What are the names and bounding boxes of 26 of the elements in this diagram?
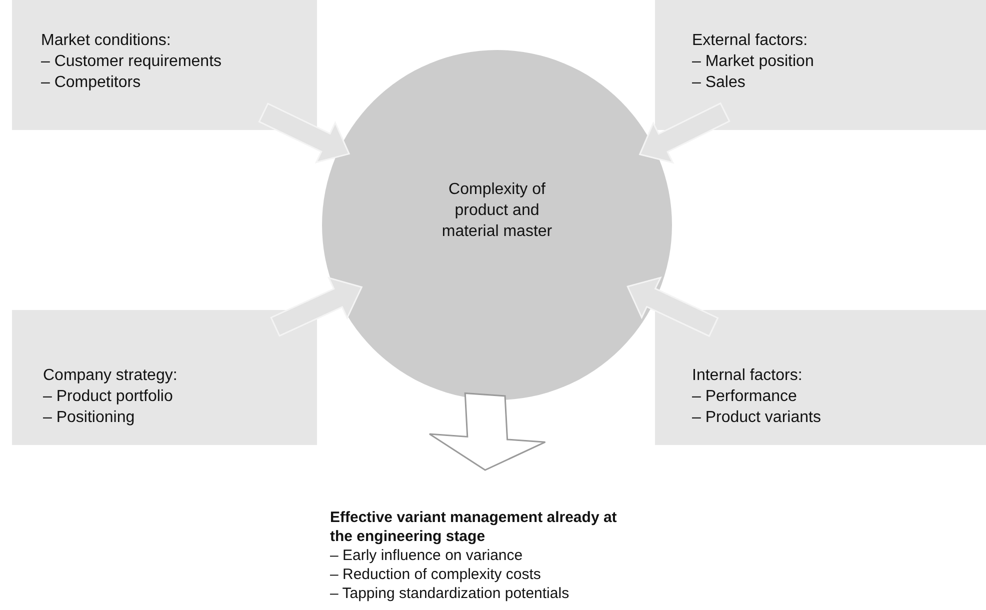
list-item: – Product portfolio xyxy=(43,387,174,407)
heading: Internal factors: xyxy=(692,366,804,386)
list-item: – Positioning xyxy=(43,408,136,428)
list-item: – Early influence on variance xyxy=(330,546,524,565)
arrow xyxy=(428,392,546,471)
list-item: – Sales xyxy=(692,73,746,93)
topic-label: Complexity of product and material master xyxy=(440,180,554,242)
arrow xyxy=(638,102,730,164)
factor-box xyxy=(12,0,317,130)
list-item: – Performance xyxy=(692,387,798,407)
list-item: – Customer requirements xyxy=(41,52,223,72)
list-item: – Reduction of complexity costs xyxy=(330,565,542,584)
heading: Market conditions: xyxy=(41,31,172,51)
list-item: – Tapping standardization potentials xyxy=(330,584,570,603)
arrow xyxy=(270,276,363,337)
heading: Company strategy: xyxy=(43,366,178,386)
arrow xyxy=(258,102,350,164)
factor-box xyxy=(12,310,317,445)
heading: External factors: xyxy=(692,31,809,51)
arrow xyxy=(626,276,719,338)
factor-box xyxy=(655,310,986,445)
list-item: – Market position xyxy=(692,52,815,72)
list-item: – Product variants xyxy=(692,408,822,428)
heading: Effective variant management already at the engineering stage xyxy=(330,508,618,546)
factor-box xyxy=(655,0,986,130)
list-item: – Competitors xyxy=(41,73,142,93)
